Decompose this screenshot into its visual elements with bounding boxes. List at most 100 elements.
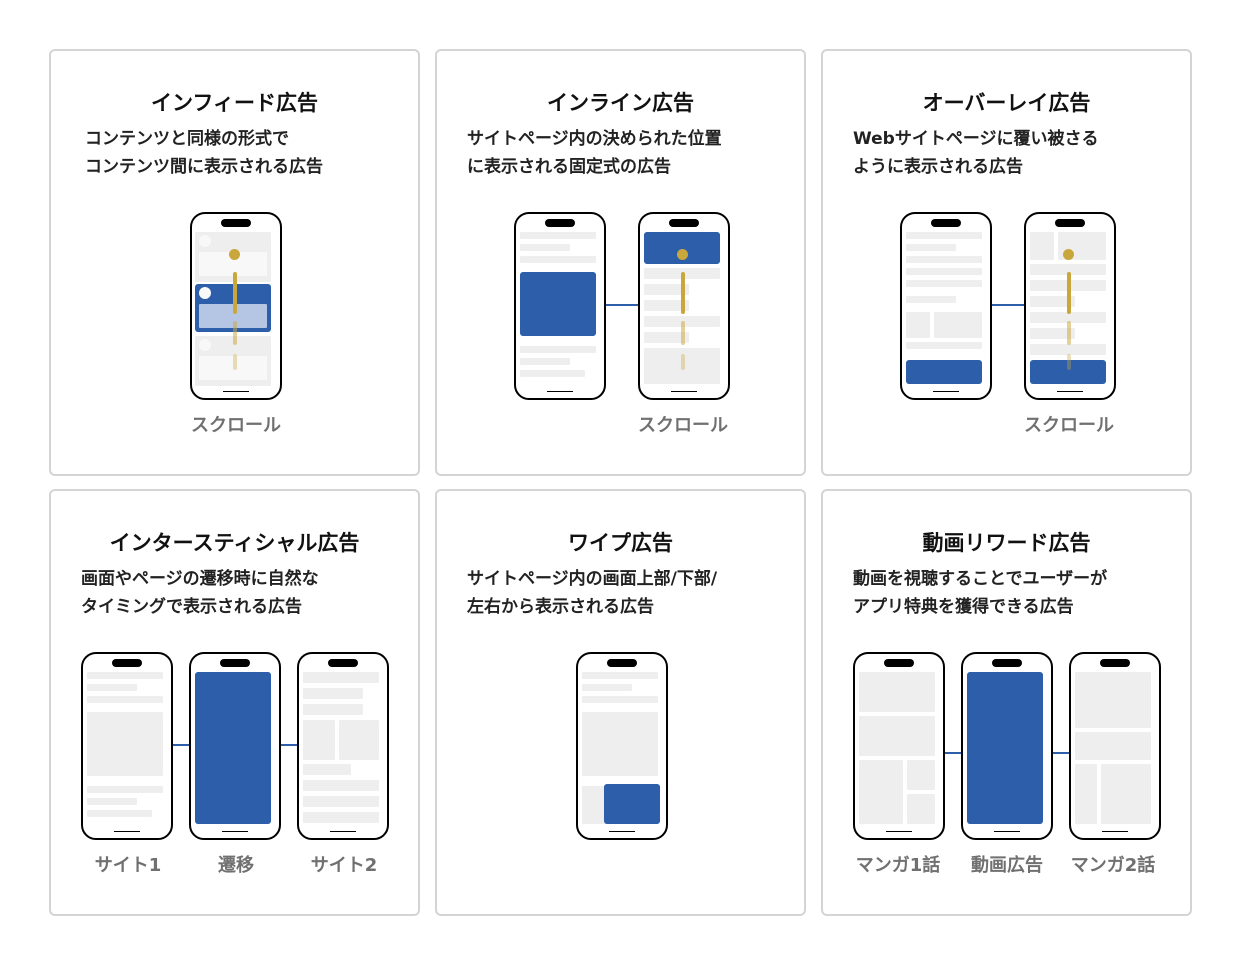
content-placeholder <box>907 794 935 824</box>
content-placeholder <box>87 696 163 703</box>
description-line: タイミングで表示される広告 <box>81 597 302 617</box>
content-placeholder <box>87 810 152 817</box>
card-description: 動画を視聴することでユーザーがアプリ特典を獲得できる広告 <box>853 565 1107 621</box>
content-placeholder <box>1030 312 1106 323</box>
smartphone-icon <box>1024 212 1116 400</box>
phone-caption: マンガ2話 <box>1070 855 1156 876</box>
phone-notch <box>669 219 699 227</box>
content-placeholder <box>1075 672 1151 728</box>
card-description: サイトページ内の決められた位置に表示される固定式の広告 <box>467 125 722 181</box>
content-placeholder <box>934 312 982 338</box>
home-indicator <box>547 390 573 392</box>
content-placeholder <box>520 370 585 377</box>
phone-notch <box>220 659 250 667</box>
home-indicator <box>1102 830 1128 832</box>
content-placeholder <box>87 684 137 691</box>
smartphone-icon <box>576 652 668 840</box>
content-placeholder <box>303 780 379 791</box>
content-placeholder <box>303 720 335 760</box>
smartphone-icon <box>1069 652 1161 840</box>
ad-block <box>195 672 271 824</box>
card-description: 画面やページの遷移時に自然なタイミングで表示される広告 <box>81 565 319 621</box>
content-placeholder <box>87 672 163 679</box>
content-placeholder <box>906 342 982 349</box>
content-placeholder <box>87 798 137 805</box>
home-indicator <box>671 390 697 392</box>
smartphone-icon <box>900 212 992 400</box>
phone-caption: サイト2 <box>310 855 378 876</box>
connector-line <box>173 744 191 746</box>
description-line: ように表示される広告 <box>853 157 1023 177</box>
phone-notch <box>931 219 961 227</box>
description-line: アプリ特典を獲得できる広告 <box>853 597 1074 617</box>
content-placeholder <box>303 764 351 775</box>
home-indicator <box>330 830 356 832</box>
content-placeholder <box>303 688 363 699</box>
phone-notch <box>112 659 142 667</box>
card-interstitial-ad: インタースティシャル広告画面やページの遷移時に自然なタイミングで表示される広告サ… <box>49 489 420 916</box>
connector-line <box>945 752 963 754</box>
phone-caption: スクロール <box>191 415 281 436</box>
card-wipe-ad: ワイプ広告サイトページ内の画面上部/下部/左右から表示される広告 <box>435 489 806 916</box>
content-placeholder <box>199 356 267 380</box>
connector-line <box>281 744 299 746</box>
phone-caption: スクロール <box>1024 415 1114 436</box>
smartphone-icon <box>189 652 281 840</box>
content-placeholder <box>644 284 689 295</box>
content-placeholder <box>644 332 689 343</box>
smartphone-icon <box>81 652 173 840</box>
content-placeholder <box>1030 264 1106 275</box>
card-title: インフィード広告 <box>151 91 318 115</box>
content-placeholder <box>303 704 363 715</box>
card-title: ワイプ広告 <box>568 531 673 555</box>
content-placeholder <box>644 300 689 311</box>
card-title: オーバーレイ広告 <box>922 91 1091 115</box>
smartphone-icon <box>961 652 1053 840</box>
scroll-trail <box>233 272 237 314</box>
description-line: Webサイトページに覆い被さる <box>853 129 1099 149</box>
card-title: インライン広告 <box>547 91 694 115</box>
smartphone-icon <box>190 212 282 400</box>
card-description: コンテンツと同様の形式でコンテンツ間に表示される広告 <box>85 125 323 181</box>
ad-block <box>906 360 982 384</box>
content-placeholder <box>644 348 720 384</box>
content-placeholder <box>859 716 935 756</box>
home-indicator <box>933 390 959 392</box>
content-placeholder <box>906 256 982 263</box>
content-placeholder <box>582 672 658 679</box>
home-indicator <box>114 830 140 832</box>
description-line: サイトページ内の画面上部/下部/ <box>467 569 718 589</box>
home-indicator <box>994 830 1020 832</box>
content-placeholder <box>199 235 211 247</box>
description-line: 動画を視聴することでユーザーが <box>853 569 1108 589</box>
scroll-trail <box>681 354 685 370</box>
content-placeholder <box>906 280 982 287</box>
smartphone-icon <box>853 652 945 840</box>
ad-block <box>520 272 596 336</box>
card-inline-ad: インライン広告サイトページ内の決められた位置に表示される固定式の広告スクロール <box>435 49 806 476</box>
ad-block <box>967 672 1043 824</box>
connector-line <box>992 304 1026 306</box>
content-placeholder <box>859 760 903 824</box>
smartphone-icon <box>297 652 389 840</box>
phone-notch <box>328 659 358 667</box>
connector-line <box>606 304 640 306</box>
description-line: コンテンツ間に表示される広告 <box>85 157 323 177</box>
content-placeholder <box>520 256 596 263</box>
home-indicator <box>886 830 912 832</box>
content-placeholder <box>907 760 935 790</box>
content-placeholder <box>520 346 596 353</box>
content-placeholder <box>906 268 982 275</box>
description-line: サイトページ内の決められた位置 <box>467 129 722 149</box>
content-placeholder <box>520 358 570 365</box>
home-indicator <box>609 830 635 832</box>
phone-notch <box>1055 219 1085 227</box>
content-placeholder <box>906 244 956 251</box>
phone-notch <box>992 659 1022 667</box>
content-placeholder <box>582 786 606 824</box>
scroll-trail <box>681 272 685 314</box>
scroll-indicator-dot <box>677 249 688 260</box>
content-placeholder <box>1030 232 1054 260</box>
connector-line <box>1053 752 1071 754</box>
content-placeholder <box>1030 328 1075 339</box>
